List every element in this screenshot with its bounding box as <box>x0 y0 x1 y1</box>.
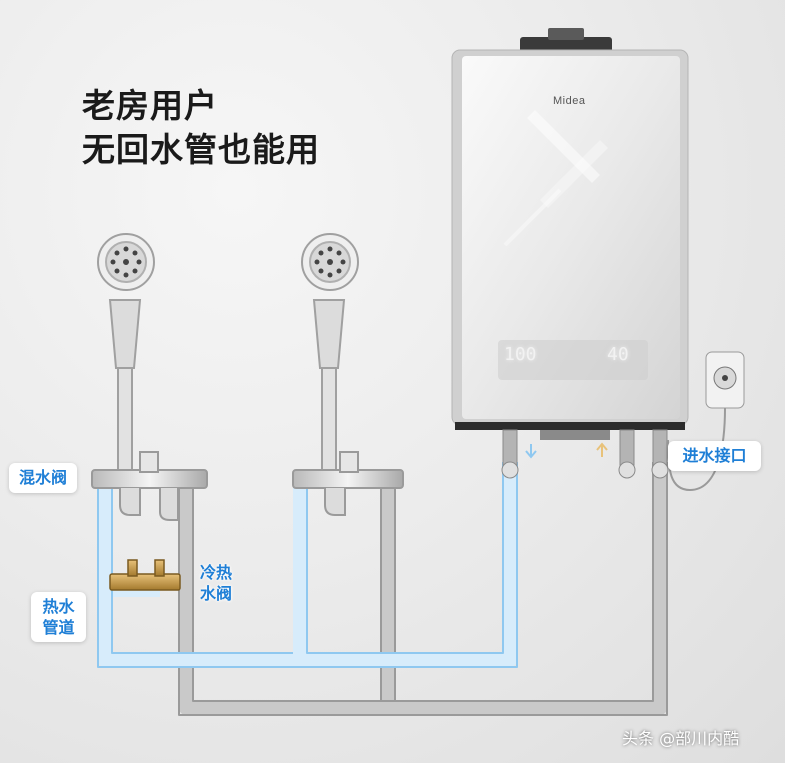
brand-logo: Midea <box>553 95 586 107</box>
display-value-left: 100 <box>504 344 537 365</box>
hot-pipe-label: 热水 管道 <box>31 592 86 642</box>
right-mixing-valve <box>292 451 404 516</box>
cold-water-pipes <box>179 462 667 715</box>
display-value-right: 40 <box>607 344 629 365</box>
headline-line-1: 老房用户 <box>82 86 218 125</box>
water-inlet-label: 进水接口 <box>668 441 761 471</box>
cold-hot-valve-label-line-1: 冷热 <box>199 563 232 582</box>
mixing-valve-label: 混水阀 <box>9 463 77 493</box>
hot-pipe-label-line-2: 管道 <box>42 618 75 637</box>
right-shower <box>301 233 359 476</box>
watermark: 头条 @部川内酷 <box>622 729 740 748</box>
left-mixing-valve <box>91 451 208 521</box>
hot-pipe-label-line-1: 热水 <box>42 597 75 616</box>
headline-line-2: 无回水管也能用 <box>82 130 320 169</box>
water-heater <box>451 28 689 479</box>
cold-hot-valve <box>109 559 181 591</box>
headline: 老房用户 无回水管也能用 <box>82 84 320 172</box>
cold-hot-valve-label-line-2: 水阀 <box>199 584 232 603</box>
left-shower <box>97 233 155 476</box>
cold-hot-valve-label: 冷热 水阀 <box>192 562 240 604</box>
